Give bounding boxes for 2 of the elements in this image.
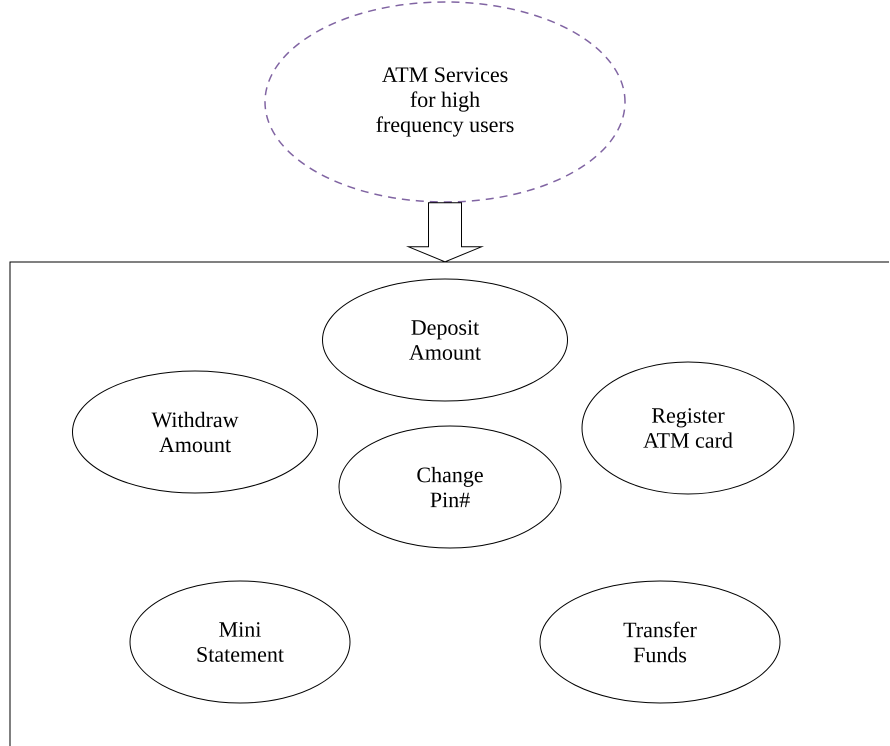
frame-box bbox=[10, 262, 890, 746]
block-arrow bbox=[406, 202, 484, 262]
